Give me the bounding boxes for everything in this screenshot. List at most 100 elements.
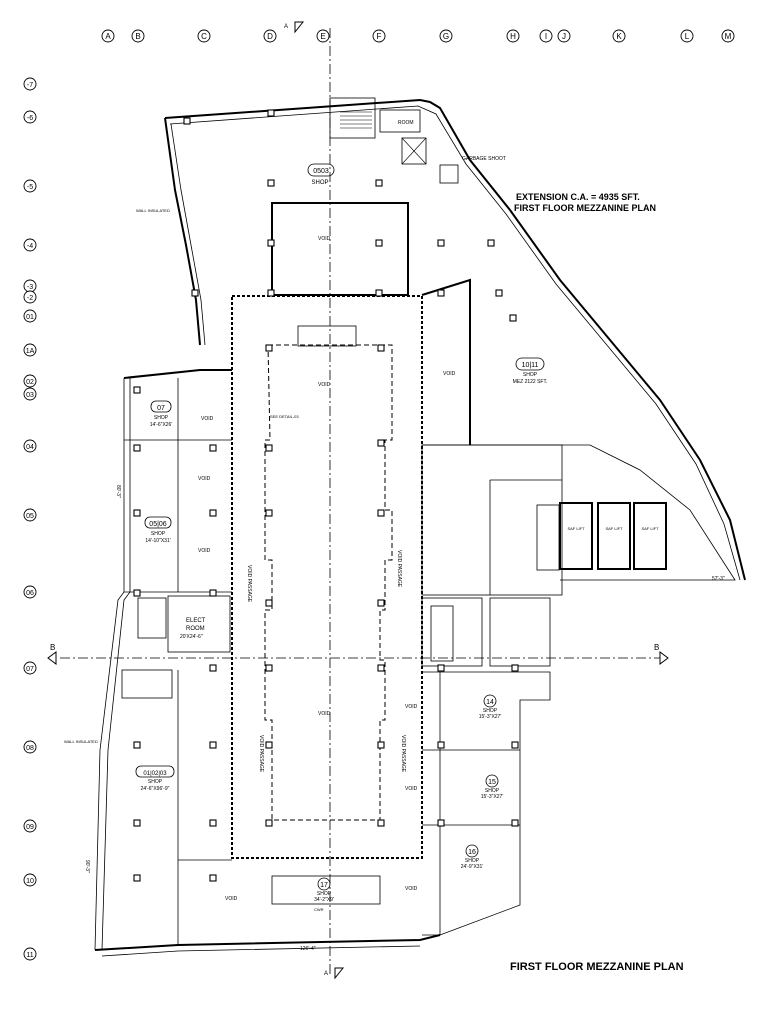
svg-text:E: E <box>320 32 325 41</box>
svg-text:VOID: VOID <box>405 704 418 710</box>
svg-text:VOID PASSAGE: VOID PASSAGE <box>400 735 406 773</box>
lift-2: SAF LIFT <box>605 526 623 531</box>
grid-bubble-f: F <box>372 29 386 43</box>
svg-text:01|02|03: 01|02|03 <box>143 771 167 777</box>
grid-bubble-row: 01 <box>23 309 37 323</box>
grid-bubble-m: M <box>721 29 735 43</box>
svg-text:15: 15 <box>488 779 496 786</box>
grid-bubble-c: C <box>197 29 211 43</box>
column-grid: A B C D E F G H I J K L M <box>101 29 735 43</box>
upper-void: VOID <box>271 202 409 296</box>
svg-text:SHOP: SHOP <box>154 415 169 421</box>
elect-room: ELECT ROOM 20'X24'-6" <box>167 595 231 653</box>
grid-bubble-a: A <box>101 29 115 43</box>
grid-bubble-row: 06 <box>23 585 37 599</box>
svg-text:06: 06 <box>26 590 34 597</box>
svg-text:05|06: 05|06 <box>149 521 166 528</box>
svg-text:90'-3": 90'-3" <box>84 860 90 873</box>
grid-bubble-row: -3 <box>23 279 37 293</box>
svg-text:05: 05 <box>26 513 34 520</box>
svg-text:VOID: VOID <box>318 236 331 242</box>
svg-text:0503: 0503 <box>313 168 329 175</box>
section-marker-b-left: B <box>47 643 57 665</box>
svg-text:SHOP: SHOP <box>151 531 166 537</box>
svg-text:10: 10 <box>26 878 34 885</box>
grid-bubble-row: 05 <box>23 508 37 522</box>
svg-text:MEZ 2122 SFT.: MEZ 2122 SFT. <box>513 379 548 385</box>
svg-text:16: 16 <box>468 849 476 856</box>
svg-text:A: A <box>324 971 328 977</box>
shop-0506-tag: 05|06 SHOP 14'-10"X31' <box>144 516 172 544</box>
lift-1: SAF LIFT <box>567 526 585 531</box>
svg-text:VOID: VOID <box>405 786 418 792</box>
svg-text:VOID: VOID <box>225 896 238 902</box>
upper-building-outline <box>164 98 746 581</box>
svg-text:C: C <box>201 32 207 41</box>
left-wing: VOID VOID VOID 07 SHOP 14'-6"X26' 05|06 … <box>64 369 238 951</box>
svg-text:CWR: CWR <box>314 907 324 912</box>
grid-bubble-i: I <box>539 29 553 43</box>
svg-text:07: 07 <box>26 666 34 673</box>
svg-text:VOID: VOID <box>443 371 456 377</box>
svg-text:-2: -2 <box>27 295 33 302</box>
svg-text:SHOP: SHOP <box>483 708 498 714</box>
lower-right-shops: VOID VOID VOID 14 SHOP 15'-3"X27' 15 SHO… <box>405 671 551 936</box>
svg-text:07: 07 <box>157 405 165 412</box>
extension-note: EXTENSION C.A. = 4935 SFT. FIRST FLOOR M… <box>514 192 656 213</box>
grid-bubble-row: 04 <box>23 439 37 453</box>
svg-text:A: A <box>105 32 111 41</box>
svg-text:-5: -5 <box>27 184 33 191</box>
svg-text:ROOM: ROOM <box>186 626 205 632</box>
grid-bubble-row: 07 <box>23 661 37 675</box>
atrium: VOID VOID VOID PASSAGE VOID PASSAGE VOID… <box>231 295 423 859</box>
svg-text:VOID: VOID <box>318 382 331 388</box>
grid-bubble-row: 10 <box>23 873 37 887</box>
svg-text:1A: 1A <box>26 348 35 355</box>
svg-text:SHOP: SHOP <box>317 891 332 897</box>
svg-text:24'-9"X31': 24'-9"X31' <box>461 864 484 870</box>
grid-bubble-row: 03 <box>23 387 37 401</box>
grid-bubble-row: -7 <box>23 77 37 91</box>
svg-text:14'-10"X31': 14'-10"X31' <box>145 538 170 544</box>
svg-text:ELECT: ELECT <box>186 618 206 624</box>
svg-text:F: F <box>377 32 382 41</box>
shop-0503-tag: 0503 SHOP <box>307 163 335 186</box>
svg-text:B: B <box>50 643 55 652</box>
room-label: ROOM <box>398 120 414 126</box>
shop-15-tag: 15 SHOP 15'-3"X27' <box>481 774 504 800</box>
svg-text:-6: -6 <box>27 115 33 122</box>
svg-text:15'-3"X27': 15'-3"X27' <box>481 794 504 800</box>
grid-bubble-e: E <box>316 29 330 43</box>
svg-text:-7: -7 <box>27 82 33 89</box>
svg-text:SHOP: SHOP <box>465 858 480 864</box>
svg-text:SHOP: SHOP <box>311 180 328 186</box>
svg-text:09: 09 <box>26 824 34 831</box>
svg-text:A: A <box>284 24 288 30</box>
grid-bubble-row: 1A <box>23 343 37 357</box>
svg-text:03: 03 <box>26 392 34 399</box>
structural-columns <box>133 109 519 882</box>
grid-bubble-row: -4 <box>23 238 37 252</box>
grid-bubble-row: 11 <box>23 947 37 961</box>
shop-16-tag: 16 SHOP 24'-9"X31' <box>461 844 484 870</box>
svg-text:01: 01 <box>26 314 34 321</box>
shop-17-area: 17 SHOP 34'-2"X9' CWR <box>271 875 381 912</box>
row-grid: -7 -6 -5 -4 -3 -2 01 1A 02 03 04 05 06 0… <box>23 77 37 961</box>
svg-text:SHOP: SHOP <box>485 788 500 794</box>
grid-bubble-row: -5 <box>23 179 37 193</box>
svg-text:20'X24'-6": 20'X24'-6" <box>180 634 203 640</box>
svg-text:FIRST FLOOR MEZZANINE PLAN: FIRST FLOOR MEZZANINE PLAN <box>514 203 656 213</box>
grid-bubble-row: -6 <box>23 110 37 124</box>
svg-text:EXTENSION C.A. = 4935 SFT.: EXTENSION C.A. = 4935 SFT. <box>516 192 640 202</box>
grid-bubble-row: 02 <box>23 374 37 388</box>
svg-text:08: 08 <box>26 745 34 752</box>
svg-text:14: 14 <box>486 699 494 706</box>
wall-insulated-label: WALL INSULATED <box>136 208 170 213</box>
section-marker-b-right: B <box>654 643 669 665</box>
svg-text:VOID: VOID <box>198 548 211 554</box>
void-passage-left: VOID PASSAGE <box>246 565 252 603</box>
svg-text:M: M <box>725 32 732 41</box>
svg-text:34'-2"X9': 34'-2"X9' <box>314 897 334 903</box>
drawing-title: FIRST FLOOR MEZZANINE PLAN <box>510 961 684 973</box>
svg-text:B: B <box>135 32 140 41</box>
